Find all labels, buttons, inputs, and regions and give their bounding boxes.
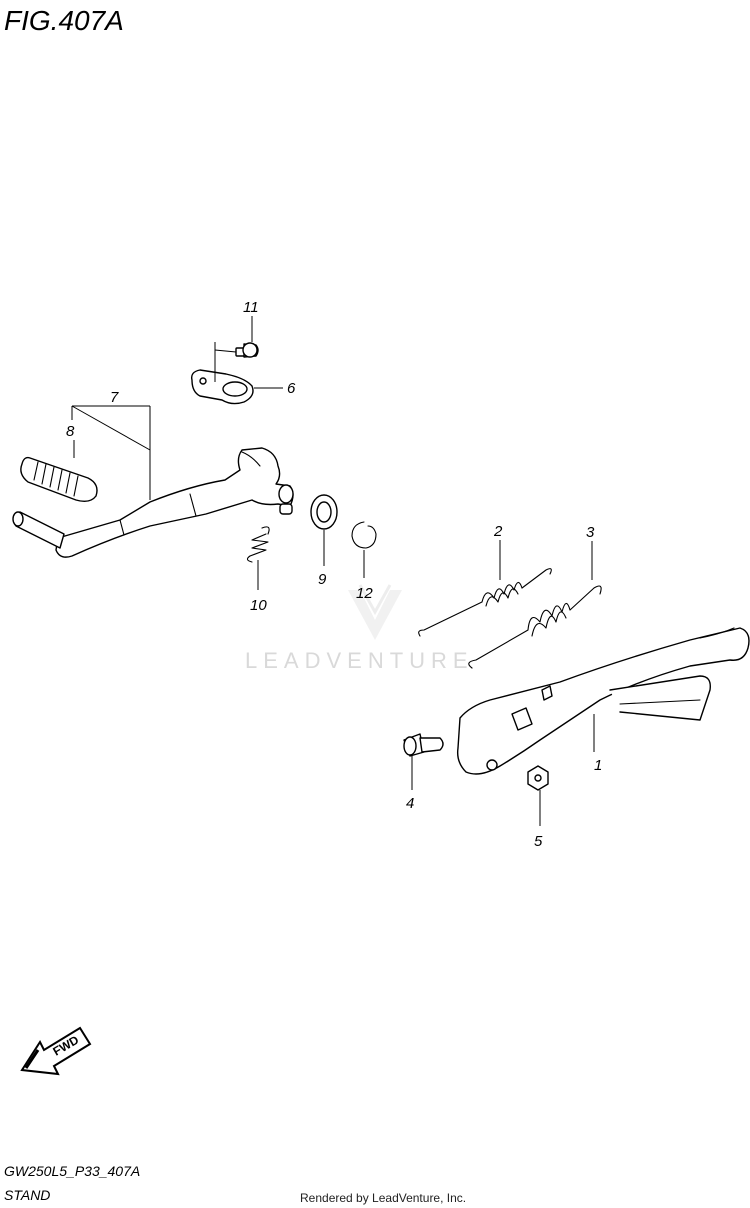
part-1-side-stand[interactable]: [456, 627, 750, 775]
callout-6[interactable]: 6: [287, 380, 296, 397]
render-credit: Rendered by LeadVenture, Inc.: [300, 1191, 466, 1205]
callout-10[interactable]: 10: [250, 597, 267, 614]
callout-5[interactable]: 5: [534, 833, 543, 850]
part-9-washer[interactable]: [310, 494, 338, 530]
figure-code: GW250L5_P33_407A: [4, 1163, 140, 1179]
watermark-text: LEADVENTURE: [245, 648, 474, 673]
part-6-bracket[interactable]: [190, 369, 254, 405]
figure-title: FIG.407A: [4, 5, 124, 36]
part-2-spring[interactable]: [418, 568, 552, 637]
callout-3[interactable]: 3: [586, 524, 595, 541]
callout-1[interactable]: 1: [594, 757, 602, 774]
leadventure-logo-icon: [348, 584, 402, 640]
callout-2[interactable]: 2: [493, 523, 503, 540]
part-11-bolt[interactable]: [235, 342, 259, 358]
part-4-pivot-bolt[interactable]: [403, 733, 444, 757]
callout-11[interactable]: 11: [243, 299, 259, 316]
callout-12[interactable]: 12: [356, 585, 373, 602]
part-12-circlip[interactable]: [351, 521, 377, 549]
part-3-spring[interactable]: [468, 585, 602, 669]
part-7-pedal-arm[interactable]: [55, 447, 294, 558]
part-7-footrest-shaft[interactable]: [12, 511, 65, 549]
callout-7[interactable]: 7: [110, 389, 119, 406]
part-10-spring[interactable]: [246, 526, 270, 563]
callout-9[interactable]: 9: [318, 571, 327, 588]
part-5-nut[interactable]: [527, 765, 549, 791]
section-name: STAND: [4, 1187, 50, 1203]
fwd-arrow-icon: [20, 1026, 92, 1076]
callout-8[interactable]: 8: [66, 423, 75, 440]
callout-4[interactable]: 4: [406, 795, 414, 812]
part-8-rubber-grip[interactable]: [20, 456, 98, 503]
